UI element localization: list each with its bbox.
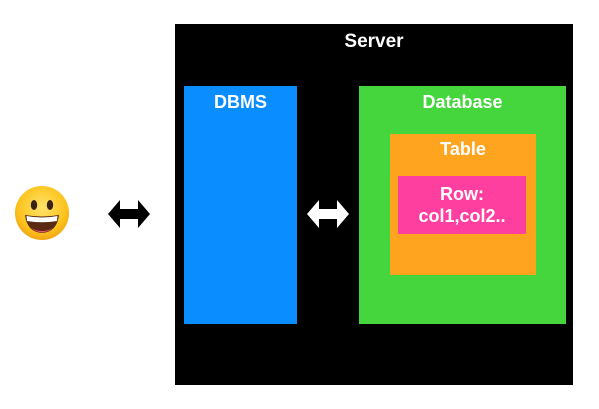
dbms-label: DBMS bbox=[214, 92, 267, 112]
table-box: Table Row: col1,col2.. bbox=[390, 134, 536, 275]
double-arrow-icon bbox=[307, 200, 349, 228]
row-label: Row: bbox=[440, 184, 484, 204]
grinning-face-icon bbox=[15, 186, 69, 240]
database-box: Database Table Row: col1,col2.. bbox=[359, 86, 566, 324]
database-label: Database bbox=[422, 92, 503, 112]
row-columns-label: col1,col2.. bbox=[418, 206, 506, 226]
server-label: Server bbox=[344, 31, 404, 52]
dbms-box: DBMS bbox=[184, 86, 297, 324]
server-box: Server DBMS Database Table Row: col1,col… bbox=[175, 24, 573, 385]
row-box: Row: col1,col2.. bbox=[398, 176, 526, 234]
table-label: Table bbox=[440, 139, 486, 159]
double-arrow-icon bbox=[108, 200, 150, 228]
